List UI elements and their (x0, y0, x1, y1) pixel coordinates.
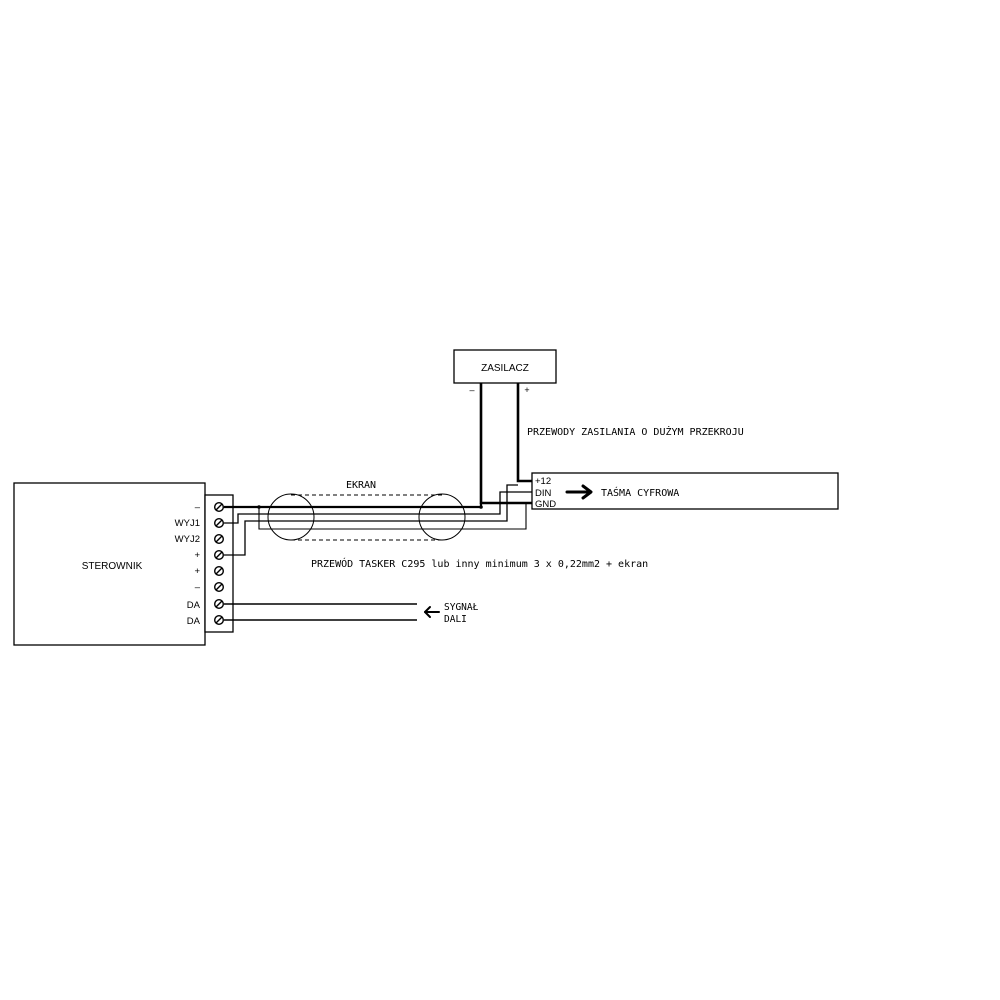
strip-pin-label: DIN (535, 488, 552, 499)
screw-icon (213, 534, 224, 545)
power-supply-title: ZASILACZ (481, 363, 529, 374)
signal-label-line2: DALI (444, 614, 467, 625)
terminal-label: DA (187, 616, 201, 627)
power-wires-label: PRZEWODY ZASILANIA O DUŻYM PRZEKROJU (527, 425, 744, 438)
strip-pin-label: GND (535, 499, 556, 510)
arrow-right-icon (565, 484, 593, 500)
terminal-block (204, 494, 234, 633)
junction-dots (257, 505, 483, 509)
wire-gnd (224, 503, 483, 509)
arrow-left-icon (424, 606, 440, 618)
wire-screen-drain (258, 503, 527, 530)
terminal-label: – (195, 582, 201, 593)
strip-label: TAŚMA CYFROWA (601, 486, 679, 499)
controller-title: STEROWNIK (82, 561, 143, 572)
screw-icon (213, 566, 224, 577)
cable-screen (267, 493, 466, 541)
terminal-labels: – WYJ1 WYJ2 + + – DA DA (175, 502, 201, 627)
terminal-screws (213, 502, 224, 626)
terminal-label: + (194, 550, 200, 561)
screw-icon (213, 582, 224, 593)
signal-label-line1: SYGNAŁ (444, 602, 479, 613)
wire-din (224, 491, 532, 524)
wire-plus12 (224, 484, 518, 556)
screen-ellipse-right (418, 493, 466, 541)
terminal-label: + (194, 566, 200, 577)
screw-icon (213, 518, 224, 529)
terminal-label: – (195, 502, 201, 513)
controller-box (13, 482, 206, 646)
cable-label: PRZEWÓD TASKER C295 lub inny minimum 3 x… (311, 557, 648, 570)
power-wire-plus (516, 383, 532, 483)
screen-ellipse-left (267, 493, 315, 541)
screen-label: EKRAN (346, 480, 376, 491)
screw-icon (213, 599, 224, 610)
dali-lines (224, 603, 417, 621)
screw-icon (213, 502, 224, 513)
power-supply-plus: + (524, 385, 529, 395)
terminal-label: WYJ1 (175, 518, 200, 529)
power-supply-box (453, 349, 557, 384)
strip-pin-label: +12 (535, 476, 551, 487)
screw-icon (213, 550, 224, 561)
power-supply-minus: – (469, 385, 474, 395)
terminal-label: WYJ2 (175, 534, 200, 545)
terminal-label: DA (187, 600, 201, 611)
screw-icon (213, 615, 224, 626)
